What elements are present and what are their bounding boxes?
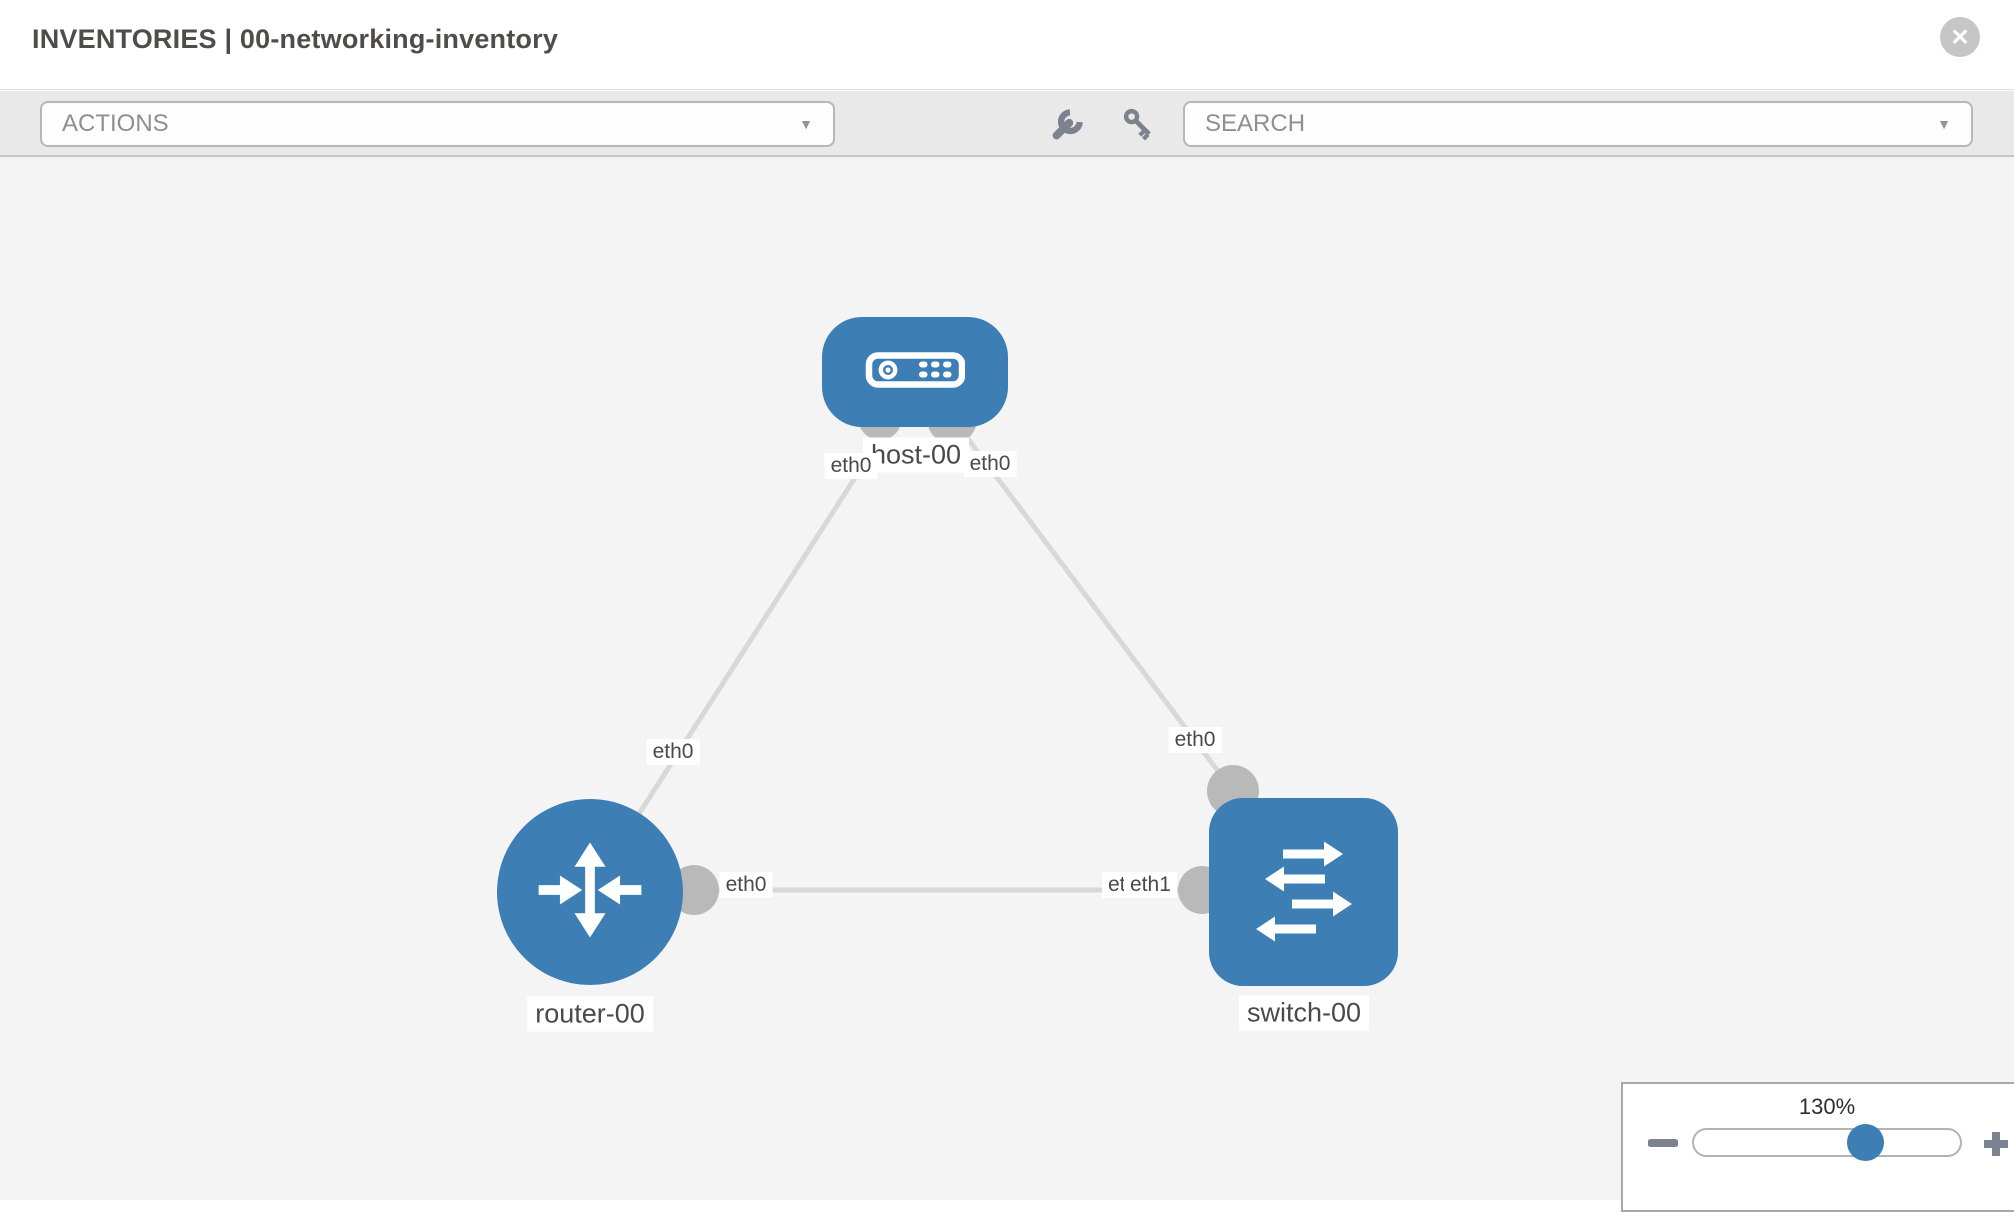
page-title: INVENTORIES | 00-networking-inventory — [32, 24, 559, 54]
close-icon[interactable]: ✕ — [1940, 17, 1980, 57]
zoom-slider-knob[interactable] — [1847, 1124, 1884, 1161]
node-label-switch-00: switch-00 — [1238, 995, 1370, 1031]
node-label-host-00: host-00 — [862, 437, 970, 473]
zoom-in-plus-icon[interactable] — [1982, 1130, 2010, 1163]
topology-canvas[interactable]: host-00 router-00 switch-00 eth0 eth0 et… — [0, 157, 2014, 1212]
host-icon — [865, 351, 966, 393]
link-router-host — [587, 398, 908, 892]
zoom-out-minus-icon[interactable] — [1647, 1136, 1679, 1154]
interface-label: eth0 — [1168, 727, 1222, 753]
zoom-control-panel: 130% — [1621, 1082, 2014, 1212]
node-host-00[interactable] — [822, 317, 1008, 427]
chevron-down-icon: ▼ — [799, 116, 813, 132]
key-icon[interactable] — [1120, 105, 1158, 143]
interface-label: eth1 — [1124, 872, 1177, 898]
actions-dropdown[interactable]: ACTIONS ▼ — [40, 101, 835, 147]
router-icon — [527, 827, 653, 958]
topology-links — [587, 394, 1300, 915]
zoom-percentage: 130% — [1798, 1094, 1856, 1119]
search-placeholder: SEARCH — [1205, 110, 1306, 137]
interface-label: eth0 — [963, 451, 1017, 477]
zoom-slider-track[interactable] — [1692, 1128, 1962, 1157]
interface-label: eth0 — [824, 453, 878, 479]
wrench-icon[interactable] — [1048, 105, 1086, 143]
node-router-00[interactable] — [497, 799, 683, 985]
chevron-down-icon: ▼ — [1937, 116, 1951, 132]
search-dropdown[interactable]: SEARCH ▼ — [1183, 101, 1973, 147]
interface-label: eth0 — [719, 872, 773, 898]
panel-header: INVENTORIES | 00-networking-inventory ✕ — [0, 0, 2014, 90]
toolbar: ACTIONS ▼ SEARCH ▼ — [0, 91, 2014, 157]
interface-label: eth0 — [646, 739, 700, 765]
switch-icon — [1239, 825, 1369, 960]
node-label-router-00: router-00 — [527, 996, 653, 1032]
actions-dropdown-label: ACTIONS — [62, 110, 169, 137]
node-switch-00[interactable] — [1209, 798, 1398, 986]
